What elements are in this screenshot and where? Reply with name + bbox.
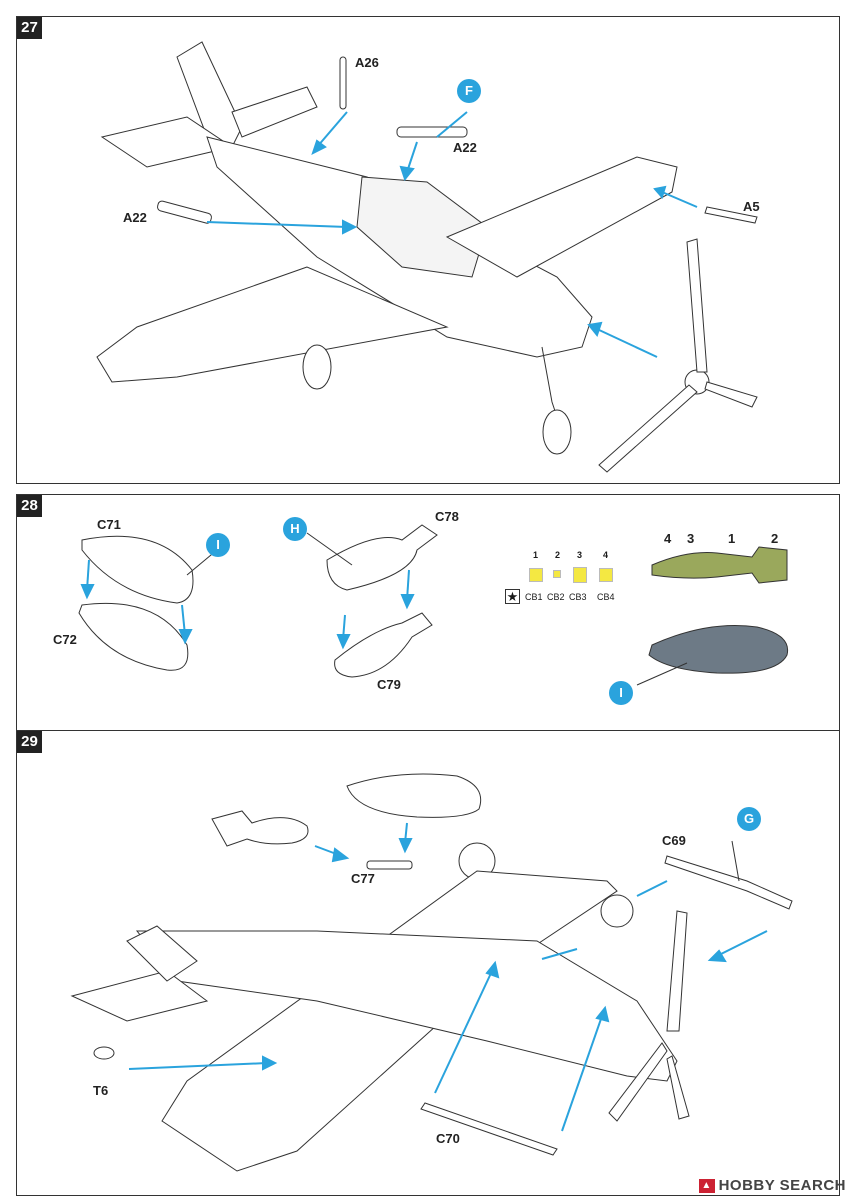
part-label-a22-left: A22 [123,210,147,225]
callout-i-lower: I [609,681,633,705]
watermark-text: HOBBY SEARCH [718,1177,846,1194]
part-label-t6: T6 [93,1083,109,1098]
star-icon: ★ [505,589,520,604]
bomb-number-4: 4 [664,531,672,546]
decal-header-2: 2 [555,550,561,560]
watermark: ▲HOBBY SEARCH [698,1177,846,1194]
callout-g: G [737,807,761,831]
decal-swatch-1 [529,568,543,582]
aircraft-underside-view-drawing [70,773,793,1172]
hobby-search-logo-icon: ▲ [698,1179,715,1194]
decal-caption-cb3: CB3 [569,592,587,602]
step-number: 28 [17,495,42,517]
part-label-c79: C79 [377,677,401,692]
part-label-c72: C72 [53,632,77,647]
aircraft-top-view-drawing [96,41,758,473]
callout-h: H [283,517,307,541]
step-number: 27 [17,17,42,39]
bomb-number-3: 3 [687,531,695,546]
part-label-c78: C78 [435,509,459,524]
decal-caption-cb2: CB2 [547,592,565,602]
decal-swatch-3 [573,567,587,583]
decal-caption-cb1: CB1 [525,592,543,602]
part-label-c77: C77 [351,871,375,886]
decal-header-3: 3 [577,550,583,560]
decal-header-4: 4 [603,550,609,560]
step-29-panel: 29 [16,730,840,1196]
step-number: 29 [17,731,42,753]
part-label-a5: A5 [743,199,760,214]
decal-header-1: 1 [533,550,539,560]
bomb-number-1: 1 [728,531,736,546]
part-label-c71: C71 [97,517,121,532]
part-label-a22-top: A22 [453,140,477,155]
decal-swatch-2 [553,570,561,578]
step-28-panel: 28 [16,494,840,732]
drop-tank-and-bomb-drawing [78,524,789,686]
decal-swatch-4 [599,568,613,582]
callout-i-upper: I [206,533,230,557]
bomb-number-2: 2 [771,531,779,546]
decal-caption-cb4: CB4 [597,592,615,602]
part-label-c70: C70 [436,1131,460,1146]
callout-f: F [457,79,481,103]
step-27-panel: 27 [16,16,840,484]
part-label-c69: C69 [662,833,686,848]
part-label-a26: A26 [355,55,379,70]
